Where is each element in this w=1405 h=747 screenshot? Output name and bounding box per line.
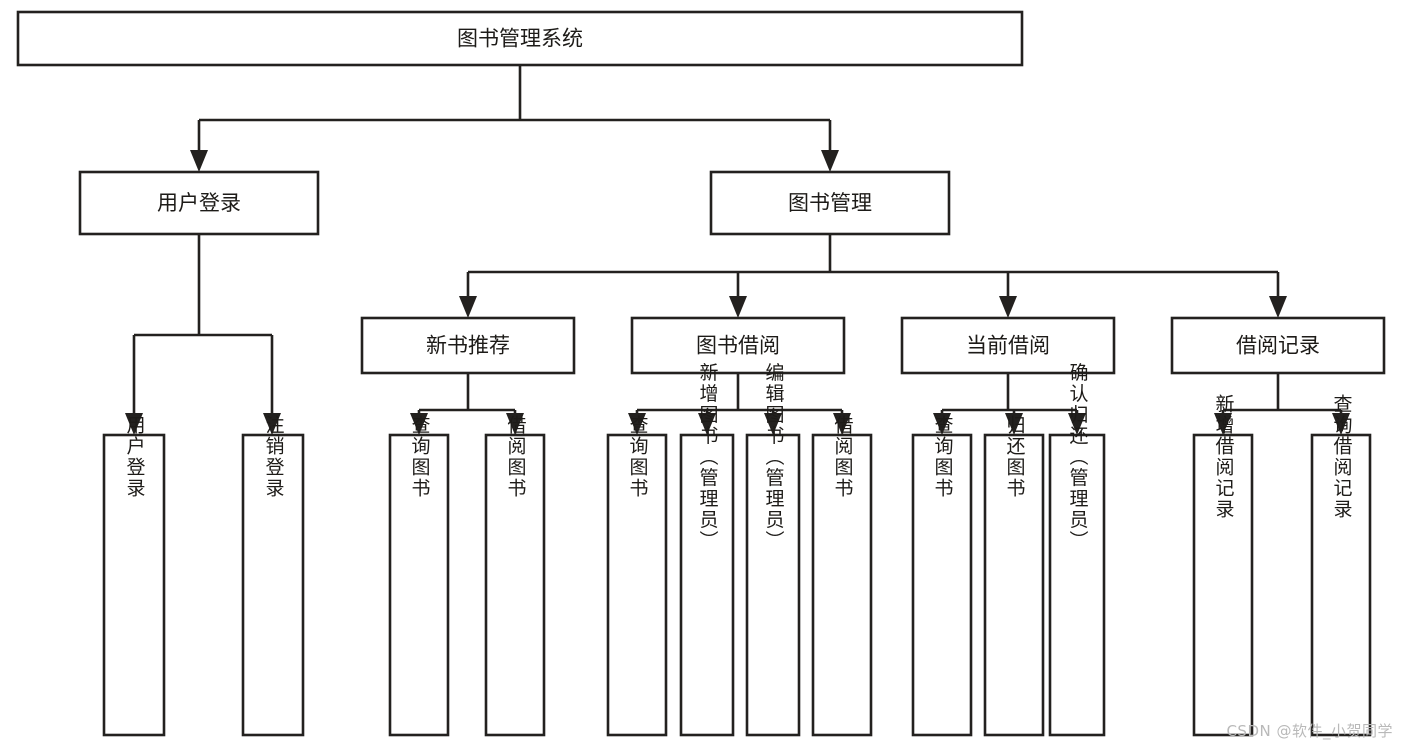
node-label: 查询图书 [627,415,649,499]
connector-new-book-recommend-bus [417,373,517,421]
node-label: 新书推荐 [426,334,510,358]
node-book-manage[interactable]: 图书管理 [709,170,951,236]
arrowhead-book-borrow [729,296,747,318]
node-book-borrow[interactable]: 图书借阅 [630,316,846,375]
node-box[interactable] [1192,433,1254,737]
node-leaf-borrow-book-2[interactable]: 借阅图书 [811,415,873,737]
arrowhead-leaf-add-book [698,413,716,435]
node-label: 查询图书 [409,415,431,499]
arrowhead-leaf-query-book-3 [933,413,951,435]
node-layer: 图书管理系统用户登录图书管理新书推荐图书借阅当前借阅借阅记录用户登录注销登录查询… [16,10,1386,737]
arrowhead-user-login [190,150,208,172]
node-box[interactable] [241,433,305,737]
arrowhead-leaf-query-book-1 [410,413,428,435]
node-root[interactable]: 图书管理系统 [16,10,1024,67]
node-box[interactable] [983,433,1045,737]
node-label: 编辑图书（管理员） [763,362,785,551]
node-box[interactable] [630,316,846,375]
node-label: 注销登录 [263,415,285,499]
arrowhead-book-manage [821,150,839,172]
arrowhead-current-borrow [999,296,1017,318]
node-leaf-return-book[interactable]: 归还图书 [983,415,1045,737]
arrowhead-leaf-edit-book [764,413,782,435]
connector-layer [125,65,1350,435]
node-label: 归还图书 [1004,415,1026,499]
node-box[interactable] [16,10,1024,67]
connector-book-manage-bus [466,234,1280,304]
node-label: 用户登录 [157,191,241,215]
node-label: 新增借阅记录 [1213,394,1235,520]
node-leaf-query-borrow-record[interactable]: 查询借阅记录 [1310,394,1372,737]
arrowhead-new-book-recommend [459,296,477,318]
node-box[interactable] [606,433,668,737]
arrowhead-borrow-record [1269,296,1287,318]
connector-user-login-bus [132,234,274,421]
node-label: 图书管理系统 [457,27,583,51]
connector-book-borrow-bus [635,373,844,421]
node-box[interactable] [102,433,166,737]
node-label: 图书管理 [788,191,872,215]
arrowhead-leaf-add-borrow-record [1214,413,1232,435]
node-label: 借阅记录 [1236,334,1320,358]
node-leaf-query-book-3[interactable]: 查询图书 [911,415,973,737]
node-label: 借阅图书 [832,415,854,499]
node-leaf-user-login[interactable]: 用户登录 [102,415,166,737]
node-box[interactable] [745,433,801,737]
node-box[interactable] [709,170,951,236]
node-leaf-add-book[interactable]: 新增图书（管理员） [679,362,735,737]
node-box[interactable] [900,316,1116,375]
arrowhead-leaf-borrow-book-2 [833,413,851,435]
node-leaf-edit-book[interactable]: 编辑图书（管理员） [745,362,801,737]
connector-borrow-record-bus [1221,373,1343,421]
arrowhead-leaf-query-borrow-record [1332,413,1350,435]
node-label: 查询图书 [932,415,954,499]
arrowhead-leaf-return-book [1005,413,1023,435]
node-box[interactable] [811,433,873,737]
arrowhead-leaf-borrow-book-1 [506,413,524,435]
node-leaf-add-borrow-record[interactable]: 新增借阅记录 [1192,394,1254,737]
node-label: 当前借阅 [966,334,1050,358]
node-new-book-recommend[interactable]: 新书推荐 [360,316,576,375]
node-leaf-confirm-return[interactable]: 确认归还（管理员） [1048,362,1106,737]
node-box[interactable] [1170,316,1386,375]
node-leaf-query-book-2[interactable]: 查询图书 [606,415,668,737]
node-box[interactable] [679,433,735,737]
connector-root-bus [197,65,832,158]
node-box[interactable] [484,433,546,737]
node-user-login[interactable]: 用户登录 [78,170,320,236]
node-leaf-query-book-1[interactable]: 查询图书 [388,415,450,737]
node-box[interactable] [360,316,576,375]
node-label: 新增图书（管理员） [697,362,719,551]
node-leaf-user-logout[interactable]: 注销登录 [241,415,305,737]
node-borrow-record[interactable]: 借阅记录 [1170,316,1386,375]
node-leaf-borrow-book-1[interactable]: 借阅图书 [484,415,546,737]
node-box[interactable] [388,433,450,737]
node-label: 用户登录 [124,415,146,499]
node-current-borrow[interactable]: 当前借阅 [900,316,1116,375]
arrowhead-leaf-user-logout [263,413,281,435]
arrowhead-leaf-confirm-return [1068,413,1086,435]
node-label: 确认归还（管理员） [1067,362,1089,551]
node-box[interactable] [78,170,320,236]
node-box[interactable] [911,433,973,737]
node-box[interactable] [1048,433,1106,737]
node-label: 查询借阅记录 [1331,394,1353,520]
node-label: 图书借阅 [696,334,780,358]
node-label: 借阅图书 [505,415,527,499]
arrowhead-leaf-query-book-2 [628,413,646,435]
node-box[interactable] [1310,433,1372,737]
arrowhead-leaf-user-login [125,413,143,435]
